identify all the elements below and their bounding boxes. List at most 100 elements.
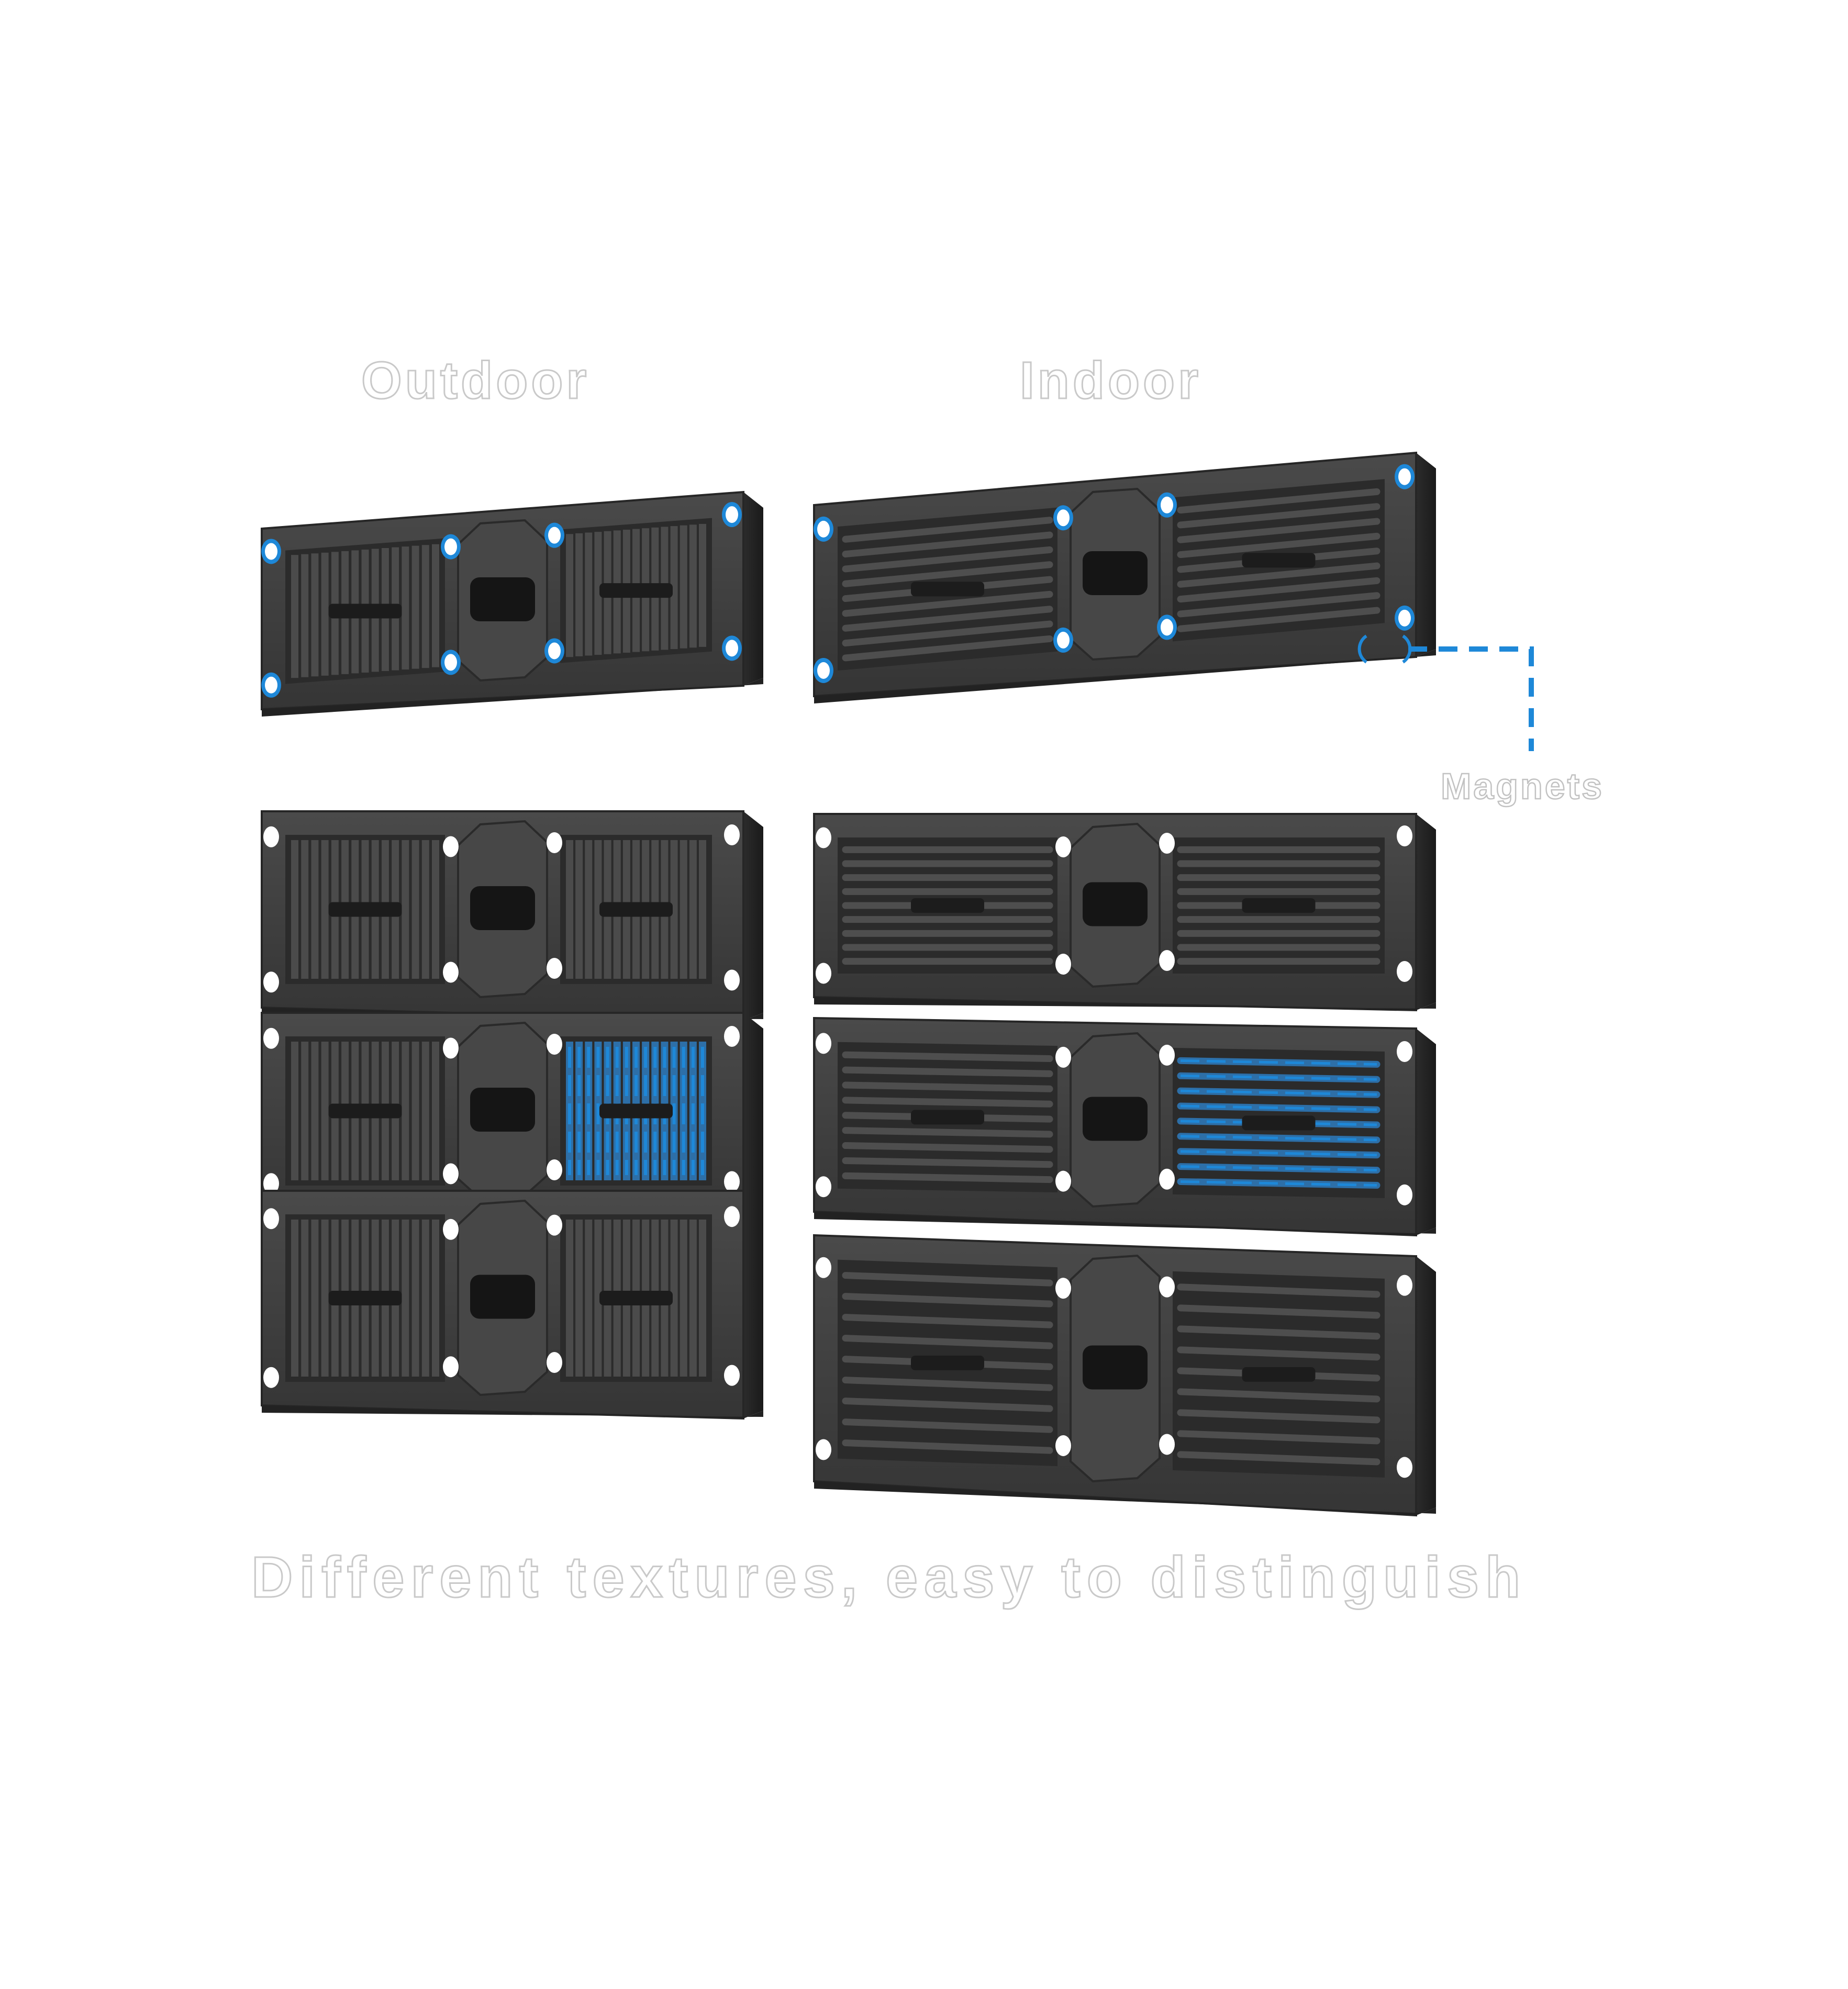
magnet xyxy=(816,1257,831,1278)
cooling-fin xyxy=(689,1220,697,1377)
outdoor-header: Outdoor xyxy=(360,351,590,411)
panel-side-edge xyxy=(743,492,763,686)
indoor-header: Indoor xyxy=(1019,351,1202,411)
cooling-rib xyxy=(1177,1283,1381,1298)
cooling-fin xyxy=(411,1220,419,1377)
magnet xyxy=(443,836,459,857)
cooling-rib xyxy=(842,1157,1053,1168)
connector xyxy=(599,1291,673,1305)
magnet xyxy=(724,1026,740,1047)
magnet xyxy=(726,640,738,657)
magnet xyxy=(724,824,740,845)
cooling-rib xyxy=(1177,1346,1381,1361)
cooling-fin xyxy=(291,1220,298,1377)
panel-side-edge xyxy=(1416,453,1436,657)
magnet xyxy=(816,827,831,848)
magnet xyxy=(443,1163,459,1185)
magnet xyxy=(726,506,738,523)
connector xyxy=(599,583,673,598)
connector xyxy=(1242,898,1316,913)
indoor-panels xyxy=(813,451,1436,1517)
magnet xyxy=(547,958,562,979)
handle-slot xyxy=(1083,882,1148,926)
magnet xyxy=(1159,950,1175,971)
cooling-fin xyxy=(421,840,429,979)
cooling-fin xyxy=(311,1042,319,1180)
cooling-fin xyxy=(411,840,419,979)
cooling-fin xyxy=(566,534,573,657)
cooling-rib xyxy=(842,1081,1053,1092)
cooling-rib xyxy=(842,1398,1053,1412)
cooling-fin xyxy=(291,555,298,678)
magnet xyxy=(263,1027,279,1049)
magnet xyxy=(1397,1041,1412,1063)
cooling-fin xyxy=(432,840,439,979)
magnet xyxy=(1159,833,1175,854)
cooling-rib xyxy=(1177,562,1381,588)
magnet xyxy=(547,1034,562,1055)
cooling-rib xyxy=(842,1051,1053,1063)
cooling-fin xyxy=(291,840,298,979)
cooling-fin xyxy=(432,1042,439,1180)
connector xyxy=(911,1110,984,1125)
cooling-fin xyxy=(311,1220,319,1377)
magnet xyxy=(548,642,561,660)
outdoor-panel-stack-3 xyxy=(261,1190,763,1420)
magnet xyxy=(444,654,457,671)
cooling-rib xyxy=(1177,488,1381,514)
magnet xyxy=(1055,1046,1071,1068)
cooling-fin xyxy=(699,840,706,979)
cooling-rib xyxy=(842,1272,1053,1287)
callout-leader-line xyxy=(1408,646,1534,751)
magnet xyxy=(816,1033,831,1054)
outdoor-panel-stack-1 xyxy=(261,810,763,1022)
magnet xyxy=(816,1176,831,1198)
connector xyxy=(599,902,673,917)
cooling-fin xyxy=(680,525,687,649)
cooling-fin xyxy=(670,526,678,650)
panel-side-edge xyxy=(1416,814,1436,1010)
magnet xyxy=(263,1208,279,1230)
cooling-fin xyxy=(575,840,583,979)
cooling-rib xyxy=(1177,592,1381,618)
connector xyxy=(1242,1367,1316,1382)
magnets-label: Magnets xyxy=(1440,765,1604,808)
cooling-rib xyxy=(842,606,1053,632)
cooling-fin xyxy=(670,840,678,979)
cooling-rib xyxy=(842,1418,1053,1433)
cooling-fin xyxy=(585,532,593,656)
handle-slot xyxy=(1083,1097,1148,1141)
indoor-panel-stack-3 xyxy=(813,1234,1436,1517)
magnet xyxy=(1055,1435,1071,1456)
cooling-fin xyxy=(301,554,309,677)
handle-slot xyxy=(1083,551,1148,595)
cooling-fin xyxy=(594,532,602,655)
cooling-rib xyxy=(1177,1430,1381,1445)
highlight-dash xyxy=(1180,1089,1377,1096)
connector xyxy=(1242,553,1316,568)
cooling-rib xyxy=(842,517,1053,543)
cooling-rib xyxy=(842,620,1053,647)
callout-bracket-left xyxy=(1357,634,1367,664)
magnet xyxy=(263,1367,279,1388)
cooling-fin xyxy=(670,1220,678,1377)
magnet xyxy=(1055,1278,1071,1299)
cooling-rib xyxy=(842,1066,1053,1077)
magnet xyxy=(263,826,279,847)
magnet xyxy=(1055,836,1071,857)
cooling-fin xyxy=(689,524,697,648)
magnet xyxy=(1057,631,1070,649)
cooling-fin xyxy=(680,1220,687,1377)
cooling-fin xyxy=(301,1220,309,1377)
magnet xyxy=(1398,468,1411,485)
magnet xyxy=(1398,609,1411,627)
highlight-dash xyxy=(1180,1104,1377,1111)
magnet xyxy=(547,1352,562,1373)
cooling-fin xyxy=(575,533,583,656)
cooling-fin xyxy=(291,1042,298,1180)
cooling-fin xyxy=(689,840,697,979)
cooling-fin xyxy=(311,840,319,979)
magnet xyxy=(547,1159,562,1180)
connector xyxy=(1242,1115,1316,1131)
